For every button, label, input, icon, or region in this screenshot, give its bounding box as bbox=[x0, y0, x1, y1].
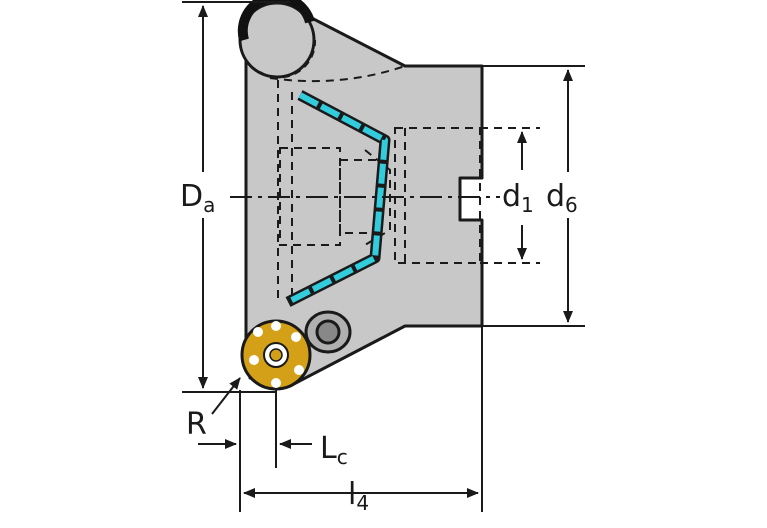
label-d1: d1 bbox=[502, 179, 534, 217]
label-Da: Da bbox=[180, 179, 215, 217]
coolant-channel-fill bbox=[286, 92, 388, 305]
top-insert-dash bbox=[259, 39, 317, 79]
dim-line-R-leader bbox=[211, 377, 241, 415]
label-Lc: Lc bbox=[320, 431, 348, 469]
top-insert-edge bbox=[237, 0, 315, 42]
label-d-bg bbox=[500, 172, 592, 218]
extension-lines bbox=[182, 1, 585, 512]
label-d6: d6 bbox=[546, 179, 578, 217]
clamp-screw bbox=[304, 310, 352, 354]
round-insert bbox=[240, 319, 312, 391]
label-R: R bbox=[186, 407, 207, 442]
label-Da-bg bbox=[176, 172, 228, 218]
hidden-features bbox=[269, 65, 540, 300]
label-l4: l4 bbox=[348, 477, 369, 515]
